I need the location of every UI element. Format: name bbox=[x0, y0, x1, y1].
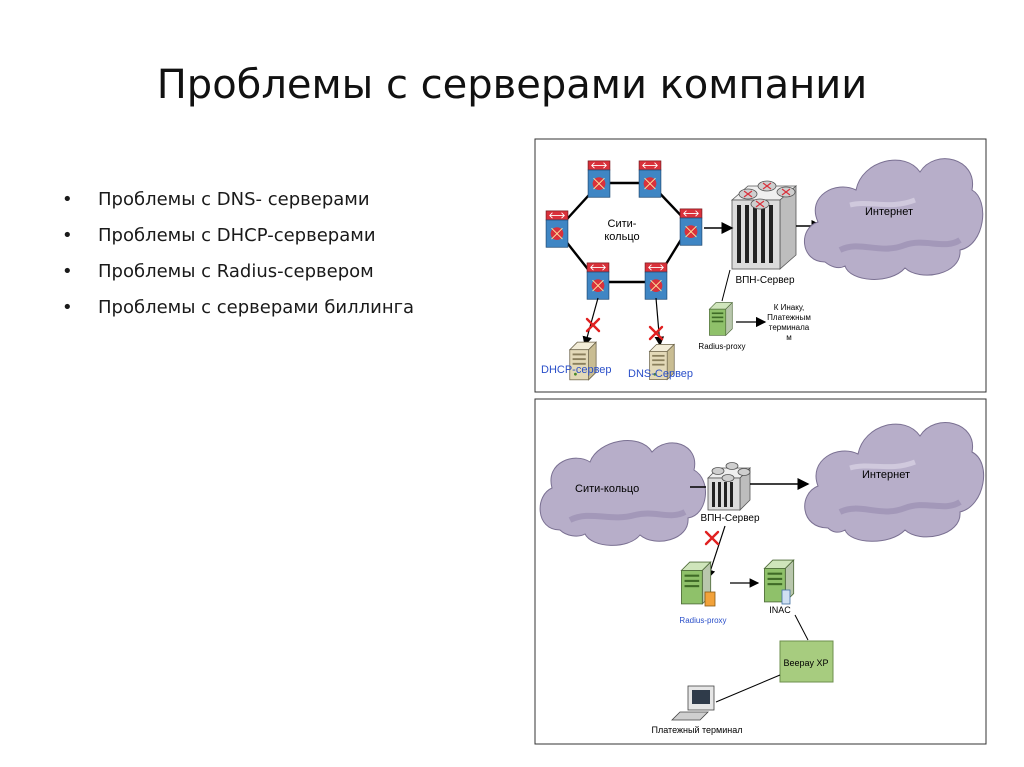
inak-label-2: Платежным bbox=[767, 313, 811, 322]
router-icon bbox=[586, 262, 610, 300]
inac-label: INAC bbox=[769, 605, 791, 615]
ring-label-2: кольцо bbox=[604, 231, 639, 243]
city-ring-label: Сити-кольцо bbox=[575, 483, 639, 495]
bullet-list: • Проблемы с DNS- серверами • Проблемы с D… bbox=[62, 183, 414, 327]
document-icon bbox=[781, 589, 791, 605]
radius-label: Radius-proxy bbox=[698, 342, 745, 351]
bullet-item: • Проблемы с серверами биллинга bbox=[62, 291, 414, 327]
bullet-dot: • bbox=[62, 297, 73, 318]
router-icon bbox=[644, 262, 668, 300]
bullet-dot: • bbox=[62, 261, 73, 282]
dns-label: DNS-Сервер bbox=[628, 368, 693, 380]
beepay-box bbox=[779, 640, 834, 683]
vpn-label: ВПН-Сервер bbox=[700, 513, 760, 524]
ring-dhcp-link bbox=[582, 297, 599, 347]
inak-label-4: м bbox=[786, 333, 792, 342]
router-icon bbox=[545, 210, 569, 248]
vpn-server-icon bbox=[730, 180, 798, 270]
radius-vpn-link bbox=[721, 269, 731, 302]
router-icon bbox=[679, 208, 703, 246]
vpn-server-icon bbox=[707, 462, 751, 511]
bullet-dot: • bbox=[62, 189, 73, 210]
inak-label-3: терминала bbox=[769, 323, 810, 332]
bullet-dot: • bbox=[62, 225, 73, 246]
city-ring-cloud bbox=[539, 440, 706, 546]
inak-label-1: К Инаку, bbox=[774, 303, 805, 312]
radius-label: Radius-proxy bbox=[679, 616, 726, 625]
radius-proxy-icon bbox=[708, 302, 733, 336]
bullet-item: • Проблемы с DHCP-серверами bbox=[62, 219, 414, 255]
terminal-beepay-link bbox=[715, 674, 781, 703]
bullet-text: Проблемы с DHCP-серверами bbox=[98, 225, 376, 246]
bullet-text: Проблемы с DNS- серверами bbox=[98, 189, 370, 210]
payment-terminal-icon bbox=[671, 685, 715, 721]
router-icon bbox=[638, 160, 662, 198]
internet-cloud bbox=[803, 158, 984, 280]
bullet-item: • Проблемы с Radius-сервером bbox=[62, 255, 414, 291]
dhcp-label: DHCP-сервер bbox=[541, 364, 612, 376]
terminal-label: Платежный терминал bbox=[652, 725, 743, 735]
inac-beepay-link bbox=[794, 614, 809, 641]
bullet-text: Проблемы с серверами биллинга bbox=[98, 297, 415, 318]
vpn-label: ВПН-Сервер bbox=[735, 275, 795, 286]
folder-icon bbox=[704, 591, 716, 607]
internet-label: Интернет bbox=[862, 469, 910, 481]
router-icon bbox=[587, 160, 611, 198]
bullet-text: Проблемы с Radius-сервером bbox=[98, 261, 374, 282]
slide-title: Проблемы с серверами компании bbox=[156, 62, 868, 108]
bullet-item: • Проблемы с DNS- серверами bbox=[62, 183, 414, 219]
internet-cloud bbox=[804, 422, 985, 542]
beepay-label: Beepay XP bbox=[783, 658, 828, 668]
ring-label-1: Сити- bbox=[608, 218, 637, 230]
internet-label: Интернет bbox=[865, 206, 913, 218]
